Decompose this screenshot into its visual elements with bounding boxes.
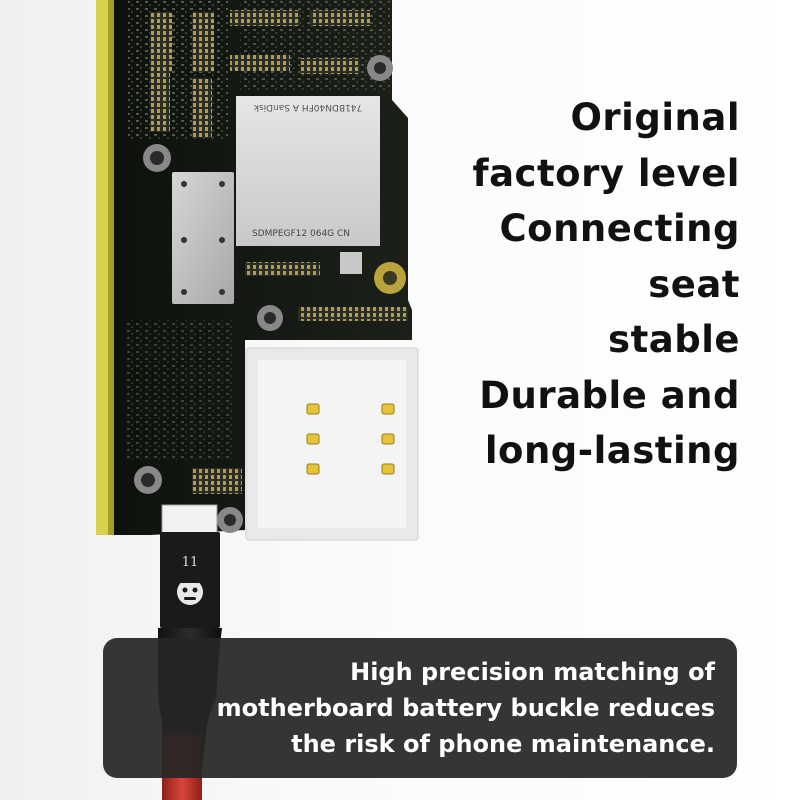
headline-line: Connecting: [499, 207, 740, 250]
chip-top-text: 741BDN40FH A SanDisk: [253, 102, 362, 112]
headline-line: stable: [608, 318, 740, 361]
headline: Original factory level Connecting seat s…: [420, 90, 740, 479]
headline-line: Original: [570, 96, 740, 139]
caption-line: High precision matching of: [350, 658, 715, 686]
caption-box: High precision matching of motherboard b…: [103, 638, 737, 778]
flash-memory-chip: [236, 96, 380, 246]
caption-text: High precision matching of motherboard b…: [155, 654, 715, 762]
cable-number: 11: [182, 555, 199, 570]
headline-line: factory level: [472, 151, 740, 195]
caption-line: the risk of phone maintenance.: [291, 730, 715, 758]
chip-model-text: SDMPEGF12 064G CN: [252, 229, 350, 239]
headline-line: long-lasting: [484, 429, 740, 472]
metal-shield: [172, 172, 234, 304]
mascot-logo-icon: [177, 579, 203, 605]
headline-line: Durable and: [479, 373, 740, 417]
headline-line: seat: [648, 262, 740, 306]
battery-connector: [192, 468, 242, 494]
caption-line: motherboard battery buckle reduces: [216, 694, 715, 722]
screw-holes: [134, 55, 406, 533]
